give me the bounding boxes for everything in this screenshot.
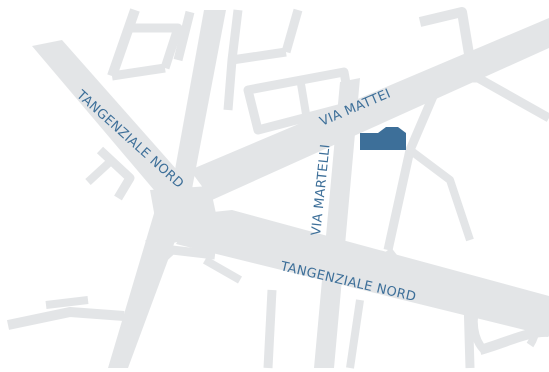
road-segment [45, 296, 89, 309]
road-segment [418, 7, 475, 61]
major-roads [32, 10, 549, 368]
road-segment [223, 59, 237, 111]
road-segment [96, 146, 135, 201]
road-segment [6, 307, 125, 330]
road-segment [107, 8, 140, 78]
junction [150, 186, 220, 246]
road-segment [281, 8, 303, 54]
via-martelli-road [314, 78, 360, 368]
tangenziale-nord-west-road [32, 40, 200, 216]
road-segment [263, 289, 277, 369]
road-segment [173, 10, 195, 62]
via-mattei-road [190, 18, 549, 200]
road-segment [407, 146, 474, 242]
road-segment [227, 9, 287, 65]
road-segment [203, 256, 242, 284]
tangenziale-nord-south-road [176, 210, 549, 336]
north-corridor-road [168, 10, 226, 210]
road-segment [128, 23, 183, 70]
road-segment [296, 77, 310, 115]
road-segment [346, 299, 364, 369]
building-icon[interactable] [360, 127, 406, 150]
road-segment [111, 63, 166, 81]
road-segment [85, 157, 115, 185]
